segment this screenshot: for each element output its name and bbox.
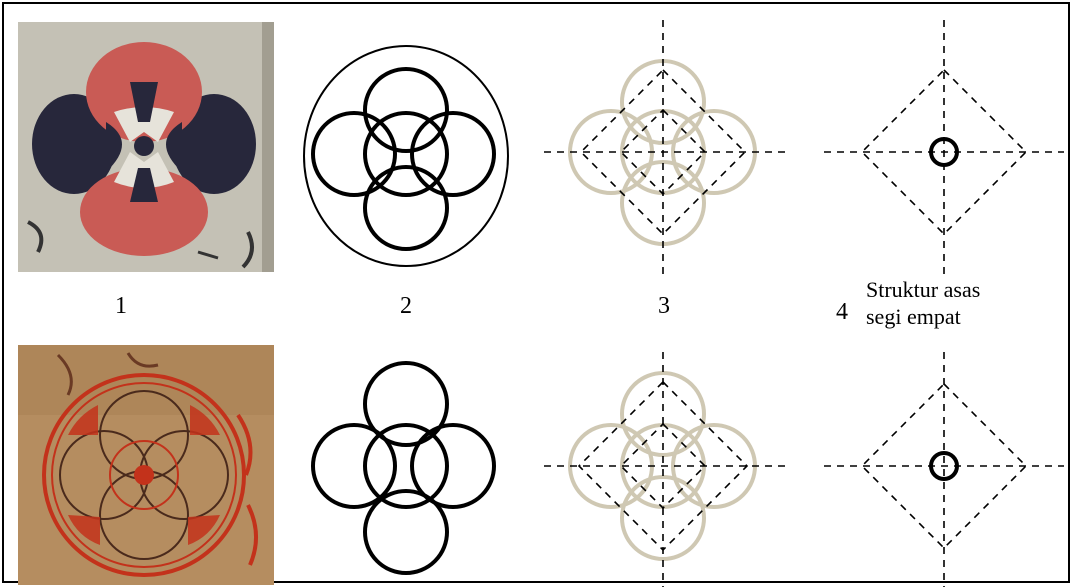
column-label-1: 1 [115, 294, 127, 318]
construction-drawing-top [544, 20, 792, 276]
column-label-4: 4 [836, 300, 848, 324]
motif-photo-top [18, 22, 274, 272]
motif-outline-drawing-top [296, 34, 516, 274]
basic-structure-bottom [824, 352, 1066, 587]
motif-outline-drawing-bottom [296, 354, 516, 584]
caption-line-2: segi empat [866, 303, 980, 330]
motif-photo-bottom-image [18, 345, 274, 585]
basic-structure-top [824, 20, 1066, 276]
construction-drawing-bottom [544, 352, 792, 587]
motif-photo-bottom [18, 345, 274, 585]
column-label-3: 3 [658, 294, 670, 318]
caption-line-1: Struktur asas [866, 276, 980, 303]
motif-photo-top-image [18, 22, 274, 272]
structure-caption: Struktur asas segi empat [866, 276, 980, 330]
column-label-2: 2 [400, 294, 412, 318]
